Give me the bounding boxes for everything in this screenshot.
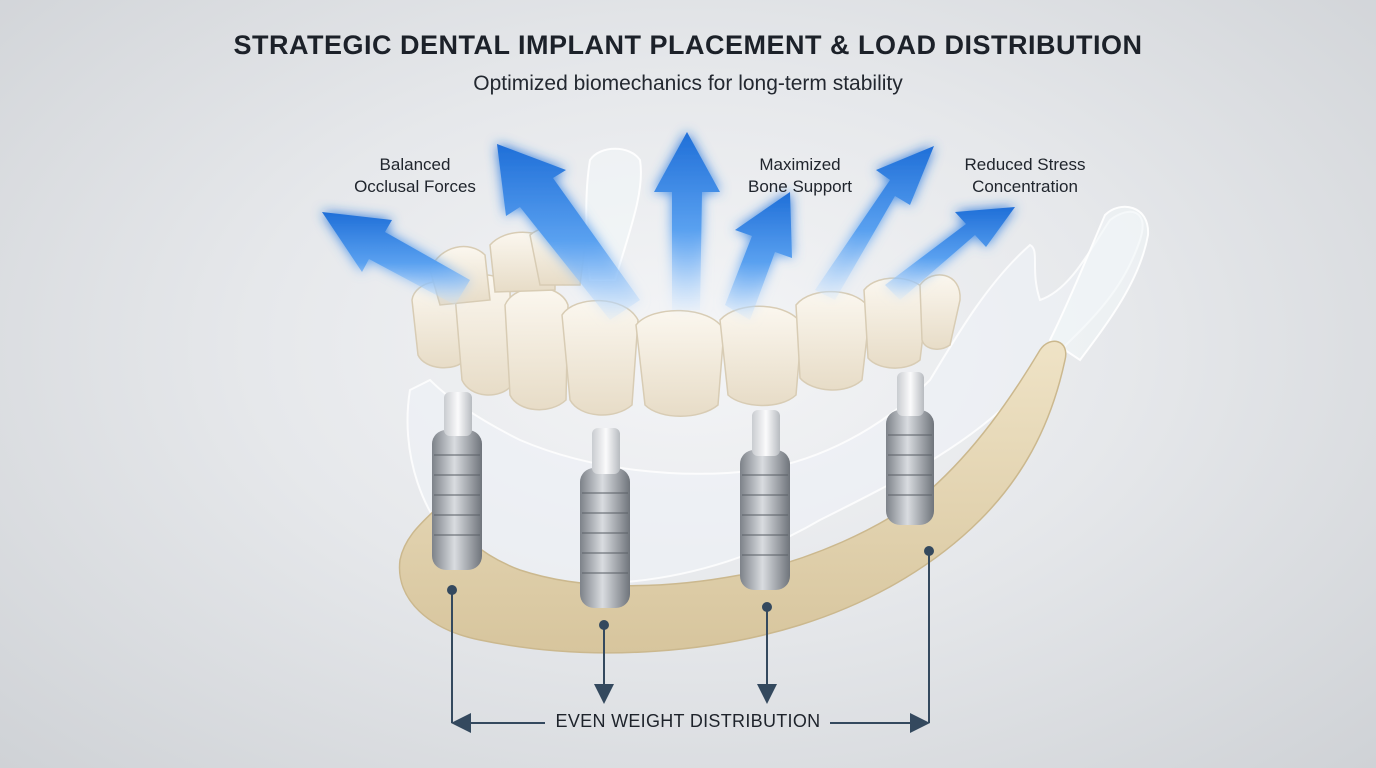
load-distribution-markers <box>447 546 934 733</box>
implant-3 <box>740 410 790 590</box>
callout-line: Bone Support <box>748 177 852 196</box>
force-arrow-far-right <box>885 207 1015 300</box>
force-arrows <box>322 132 1015 320</box>
even-weight-distribution-label: EVEN WEIGHT DISTRIBUTION <box>555 711 821 731</box>
implant-2 <box>580 428 630 608</box>
callout-line: Reduced Stress <box>964 155 1086 174</box>
callout-line: Maximized <box>759 155 841 174</box>
force-arrow-center <box>654 132 720 310</box>
callout-reduced-stress-concentration: Reduced Stress Concentration <box>930 154 1120 198</box>
callout-balanced-occlusal-forces: Balanced Occlusal Forces <box>330 154 500 198</box>
mandible-bone <box>398 340 1067 654</box>
callout-line: Concentration <box>972 177 1078 196</box>
callout-maximized-bone-support: Maximized Bone Support <box>715 154 885 198</box>
page-subtitle: Optimized biomechanics for long-term sta… <box>473 72 903 95</box>
implant-threads <box>434 434 932 574</box>
page-title: STRATEGIC DENTAL IMPLANT PLACEMENT & LOA… <box>233 30 1143 60</box>
force-arrow-left <box>497 144 640 320</box>
implant-4 <box>886 372 934 525</box>
callout-line: Balanced <box>379 155 451 174</box>
force-arrow-right <box>815 146 934 300</box>
force-arrow-center-right <box>725 192 792 320</box>
callout-line: Occlusal Forces <box>354 177 476 196</box>
force-arrow-far-left <box>322 212 470 305</box>
prosthetic-teeth-arch <box>411 226 961 417</box>
